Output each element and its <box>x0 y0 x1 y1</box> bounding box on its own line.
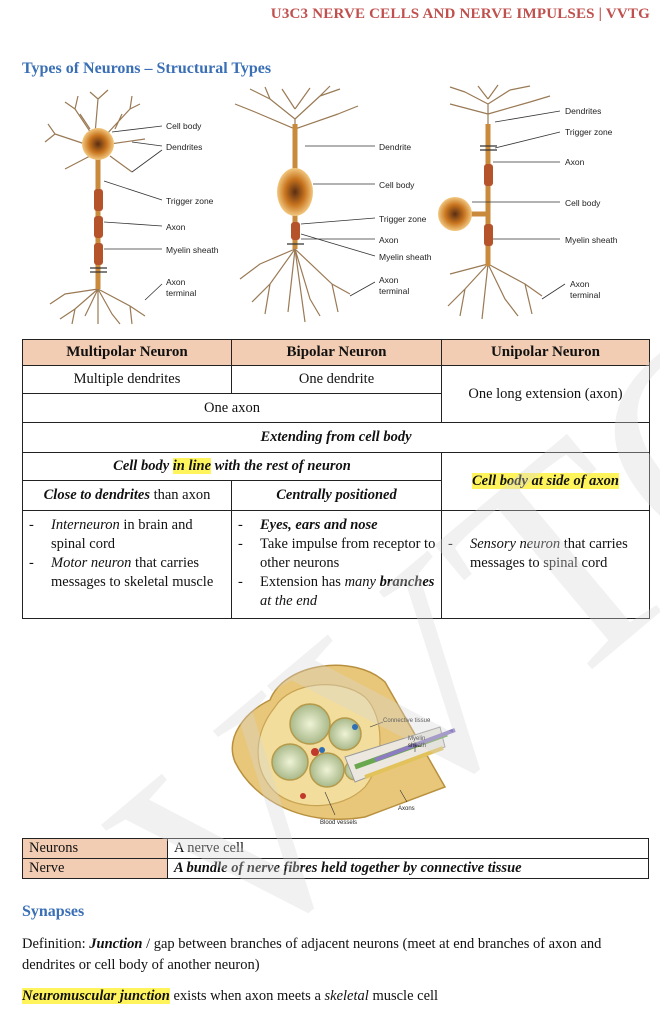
label-axon-terminal: terminal <box>166 288 196 298</box>
cell-unipolar-extension: One long extension (axon) <box>441 365 650 423</box>
header-bipolar: Bipolar Neuron <box>231 339 442 366</box>
highlight-neuromuscular-junction: Neuromuscular junction <box>22 988 170 1004</box>
label-myelin-sheath: sheath <box>408 743 426 749</box>
label-trigger-zone: Trigger zone <box>379 214 427 224</box>
label-myelin-sheath: Myelin <box>408 736 425 742</box>
list-item: -Eyes, ears and nose <box>238 517 378 533</box>
cell-one-axon: One axon <box>22 393 442 423</box>
cell-body-side-of-axon: Cell body at side of axon <box>441 452 650 511</box>
page-header: U3C3 NERVE CELLS AND NERVE IMPULSES | VV… <box>270 6 650 22</box>
list-item: -Extension has many branches at the end <box>238 574 435 609</box>
term-nerve: Nerve <box>22 858 168 879</box>
highlight-in-line: in line <box>172 458 212 474</box>
label-trigger-zone: Trigger zone <box>565 127 613 137</box>
label-cell-body: Cell body <box>565 198 601 208</box>
label-axon: Axon <box>379 235 399 245</box>
neuron-comparison-table: Multipolar Neuron Bipolar Neuron Unipola… <box>22 339 650 619</box>
unipolar-examples: -Sensory neuron that carries messages to… <box>441 510 650 619</box>
nerve-cross-section-diagram: Connective tissue Myelin sheath Axons Bl… <box>231 664 456 826</box>
label-axon-terminal: terminal <box>570 290 600 300</box>
label-dendrites: Dendrites <box>565 106 601 116</box>
neuron-types-diagram: Cell body Dendrites Trigger zone Axon My… <box>44 84 618 325</box>
neuromuscular-junction-text: Neuromuscular junction exists when axon … <box>22 988 439 1004</box>
synapse-definition: Definition: Junction / gap between branc… <box>22 936 602 973</box>
cell-close-to-dendrites: Close to dendrites than axon <box>22 480 232 511</box>
header-multipolar: Multipolar Neuron <box>22 339 232 366</box>
def-neurons: A nerve cell <box>167 838 649 859</box>
cell-one-dendrite: One dendrite <box>231 365 442 394</box>
section-title-neuron-types: Types of Neurons – Structural Types <box>22 60 272 77</box>
label-cell-body: Cell body <box>166 121 202 131</box>
def-nerve: A bundle of nerve fibres held together b… <box>167 858 649 879</box>
cell-centrally-positioned: Centrally positioned <box>231 480 442 511</box>
section-title-synapses: Synapses <box>22 903 85 920</box>
table-row: Neurons A nerve cell <box>22 838 649 859</box>
label-myelin-sheath: Myelin sheath <box>565 235 618 245</box>
list-item: -Sensory neuron that carries messages to… <box>448 536 628 571</box>
label-myelin-sheath: Myelin sheath <box>166 245 219 255</box>
label-dendrite: Dendrite <box>379 142 411 152</box>
list-item: -Interneuron in brain and spinal cord <box>29 517 193 552</box>
label-axon-terminal: Axon <box>570 279 590 289</box>
label-connective-tissue: Connective tissue <box>383 718 431 724</box>
term-neurons: Neurons <box>22 838 168 859</box>
table-row: Nerve A bundle of nerve fibres held toge… <box>22 858 649 879</box>
label-axon: Axon <box>565 157 585 167</box>
list-item: -Take impulse from receptor to other neu… <box>238 536 436 571</box>
header-unipolar: Unipolar Neuron <box>441 339 650 366</box>
cell-multiple-dendrites: Multiple dendrites <box>22 365 232 394</box>
label-blood-vessels: Blood vessels <box>320 820 357 826</box>
label-myelin-sheath: Myelin sheath <box>379 252 432 262</box>
label-axons: Axons <box>398 806 415 812</box>
label-axon-terminal: terminal <box>379 286 409 296</box>
multipolar-examples: -Interneuron in brain and spinal cord -M… <box>22 510 232 619</box>
label-axon-terminal: Axon <box>166 277 186 287</box>
label-dendrites: Dendrites <box>166 142 202 152</box>
cell-extending-from-cell-body: Extending from cell body <box>22 422 650 453</box>
label-cell-body: Cell body <box>379 180 415 190</box>
label-trigger-zone: Trigger zone <box>166 196 214 206</box>
definitions-table: Neurons A nerve cell Nerve A bundle of n… <box>22 838 649 879</box>
label-axon-terminal: Axon <box>379 275 399 285</box>
bipolar-examples: -Eyes, ears and nose -Take impulse from … <box>231 510 442 619</box>
list-item: -Motor neuron that carries messages to s… <box>29 555 214 590</box>
label-axon: Axon <box>166 222 186 232</box>
cell-body-in-line: Cell body in line with the rest of neuro… <box>22 452 442 481</box>
